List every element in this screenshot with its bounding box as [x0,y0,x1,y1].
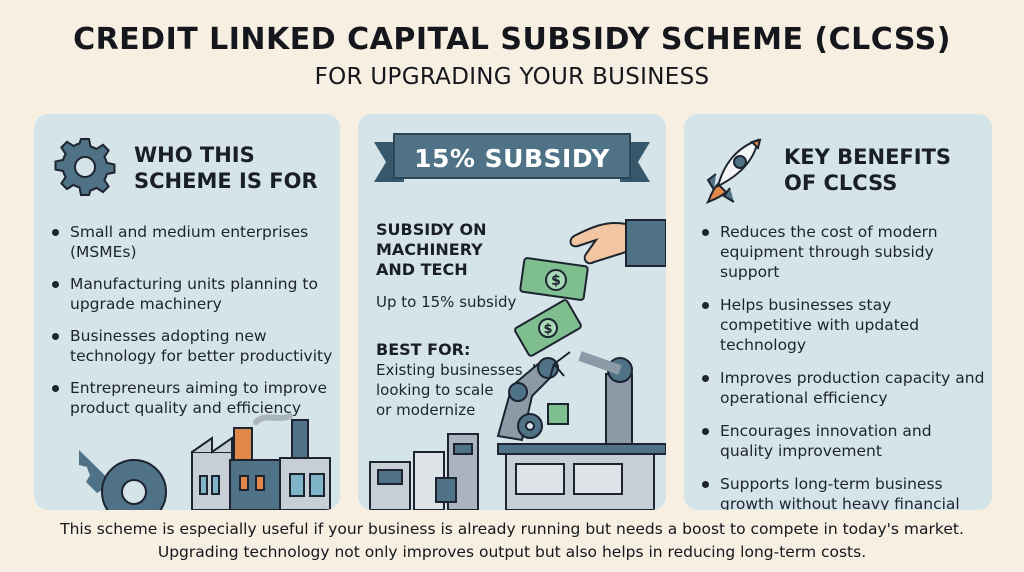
list-item: Small and medium enterprises (MSMEs) [50,222,336,262]
gear-icon [54,138,116,196]
subsidy-ribbon-text: 15% SUBSIDY [414,144,610,173]
svg-text:$: $ [543,322,552,337]
who-this-scheme-is-for-panel: WHO THIS SCHEME IS FOR Small and medium … [34,114,340,510]
left-heading-line1: WHO THIS [134,143,255,167]
footer-line1: This scheme is especially useful if your… [60,520,964,538]
rocket-icon [705,138,762,205]
list-item: Improves production capacity and operati… [700,368,988,408]
list-item: Helps businesses stay competitive with u… [700,295,988,355]
list-item: Reduces the cost of modern equipment thr… [700,222,988,282]
best-for-label: BEST FOR: [376,340,471,359]
key-benefits-panel: KEY BENEFITS OF CLCSS Reduces the cost o… [684,114,992,510]
subsidy-label-line2: MACHINERY [376,240,483,259]
footer-line2: Upgrading technology not only improves o… [157,543,867,561]
right-heading-line2: OF CLCSS [784,171,898,195]
hand-money-illustration: $ $ [514,219,666,357]
list-item: Encourages innovation and quality improv… [700,421,988,461]
svg-text:$: $ [551,273,561,289]
best-for-line1: Existing businesses [376,361,523,379]
best-for-line3: or modernize [376,401,476,419]
subsidy-amount-text: Up to 15% subsidy [376,293,517,311]
list-item: Entrepreneurs aiming to improve product … [50,378,336,418]
factory-illustration [79,413,331,510]
subsidy-label-line1: SUBSIDY ON [376,220,487,239]
subsidy-label-line3: AND TECH [376,260,468,279]
list-item: Supports long-term business growth witho… [700,474,988,510]
benefits-list: Reduces the cost of modern equipment thr… [700,222,988,510]
page-title: CREDIT LINKED CAPITAL SUBSIDY SCHEME (CL… [73,22,951,57]
who-list: Small and medium enterprises (MSMEs) Man… [50,222,336,430]
right-heading-line1: KEY BENEFITS [784,145,952,169]
list-item: Businesses adopting new technology for b… [50,326,336,366]
page-subtitle: FOR UPGRADING YOUR BUSINESS [314,64,710,90]
subsidy-ribbon [374,133,650,182]
robot-arm-conveyor-illustration [369,351,666,510]
list-item: Manufacturing units planning to upgrade … [50,274,336,314]
subsidy-panel: 15% SUBSIDY SUBSIDY ON MACHINERY AND TEC… [358,114,666,510]
left-heading-line2: SCHEME IS FOR [134,169,318,193]
best-for-line2: looking to scale [376,381,494,399]
